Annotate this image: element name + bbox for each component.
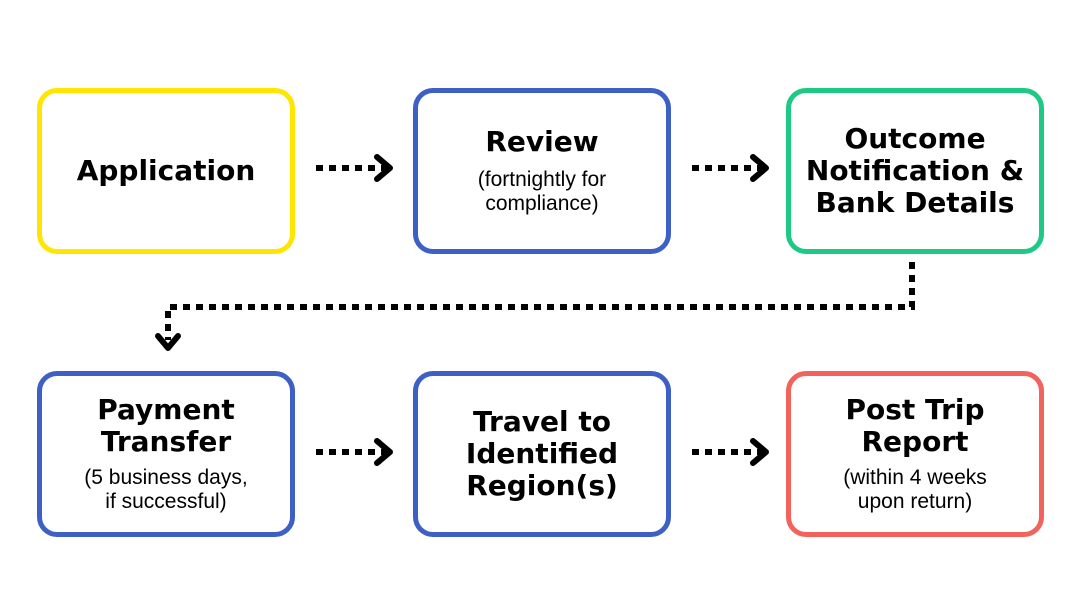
step-report: Post Trip Report (within 4 weeks upon re… (786, 371, 1044, 537)
step-title: Application (76, 154, 256, 187)
arrowhead-icon (750, 438, 769, 466)
step-travel: Travel to Identified Region(s) (413, 371, 671, 537)
arrowhead-icon (374, 438, 393, 466)
arrowhead-icon (750, 154, 769, 182)
step-title: Payment Transfer (97, 393, 235, 458)
step-note: (5 business days, if successful) (84, 466, 248, 513)
arrow-outcome-to-payment (165, 262, 915, 340)
step-title: Travel to Identified Region(s) (465, 405, 619, 502)
step-application: Application (37, 88, 295, 254)
step-title: Post Trip Report (845, 393, 985, 458)
step-note: (fortnightly for compliance) (477, 168, 607, 215)
step-title: Outcome Notification & Bank Details (805, 122, 1025, 219)
step-outcome: Outcome Notification & Bank Details (786, 88, 1044, 254)
step-title: Review (485, 125, 599, 158)
step-review: Review (fortnightly for compliance) (413, 88, 671, 254)
arrowhead-icon (374, 154, 393, 182)
step-note: (within 4 weeks upon return) (843, 466, 987, 513)
arrowhead-icon (155, 333, 181, 351)
step-payment: Payment Transfer (5 business days, if su… (37, 371, 295, 537)
